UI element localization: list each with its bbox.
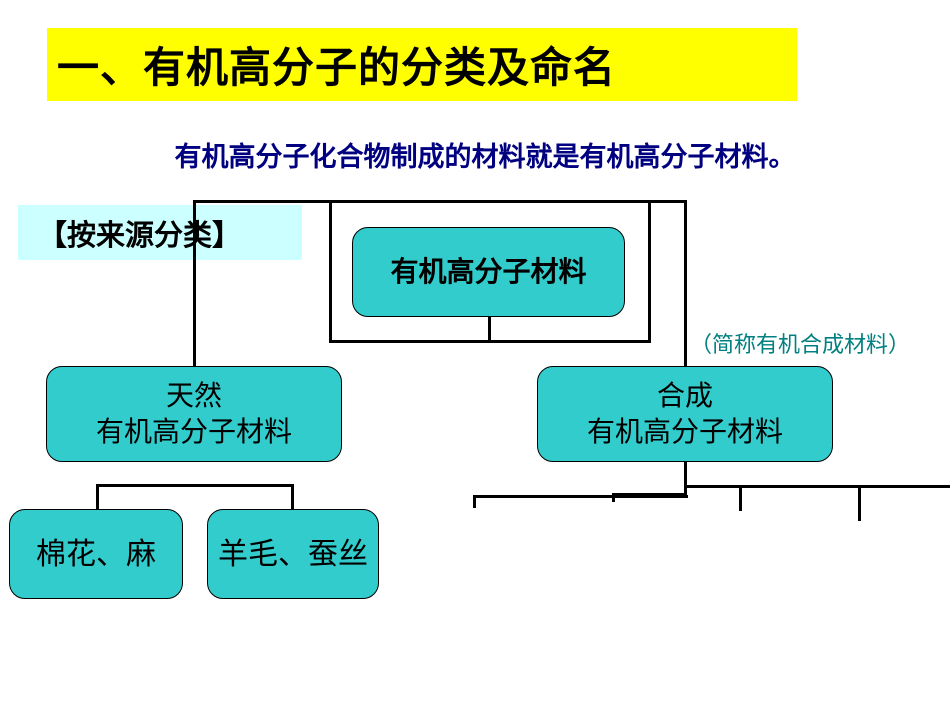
synthetic-node-line2: 有机高分子材料 (586, 415, 783, 448)
root-node-label: 有机高分子材料 (390, 254, 587, 288)
natural-node: 天然 有机高分子材料 (46, 366, 342, 462)
definition-text: 有机高分子化合物制成的材料就是有机高分子材料。 (174, 142, 796, 173)
wool-silk-label: 羊毛、蚕丝 (218, 536, 368, 572)
connector-line (612, 493, 615, 502)
connector-line (291, 484, 294, 510)
natural-node-line1: 天然 (165, 378, 222, 412)
connector-line (612, 493, 687, 496)
synthetic-node: 合成 有机高分子材料 (537, 366, 833, 462)
connector-line (739, 485, 742, 511)
connector-line (684, 462, 687, 494)
wool-silk-node: 羊毛、蚕丝 (207, 509, 379, 599)
connector-line (473, 495, 476, 508)
title-banner: 一、有机高分子的分类及命名 (47, 28, 797, 101)
classification-tag: 【按来源分类】 (18, 205, 302, 260)
connector-line (684, 200, 687, 367)
connector-line (329, 200, 332, 342)
synthetic-note: （简称有机合成材料） (690, 333, 911, 358)
cotton-hemp-node: 棉花、麻 (9, 509, 183, 599)
connector-line (96, 484, 294, 487)
connector-line (488, 317, 491, 342)
connector-line (648, 200, 651, 342)
page-title: 一、有机高分子的分类及命名 (57, 43, 617, 92)
connector-line (96, 484, 99, 510)
connector-line (193, 200, 687, 203)
root-node: 有机高分子材料 (352, 227, 625, 317)
connector-line (193, 200, 196, 367)
connector-line (473, 495, 688, 498)
synthetic-node-line1: 合成 (656, 378, 713, 412)
cotton-hemp-label: 棉花、麻 (36, 536, 156, 572)
natural-node-line2: 有机高分子材料 (95, 415, 292, 448)
classification-tag-label: 【按来源分类】 (38, 217, 242, 252)
connector-line (684, 485, 950, 488)
connector-line (858, 485, 861, 521)
